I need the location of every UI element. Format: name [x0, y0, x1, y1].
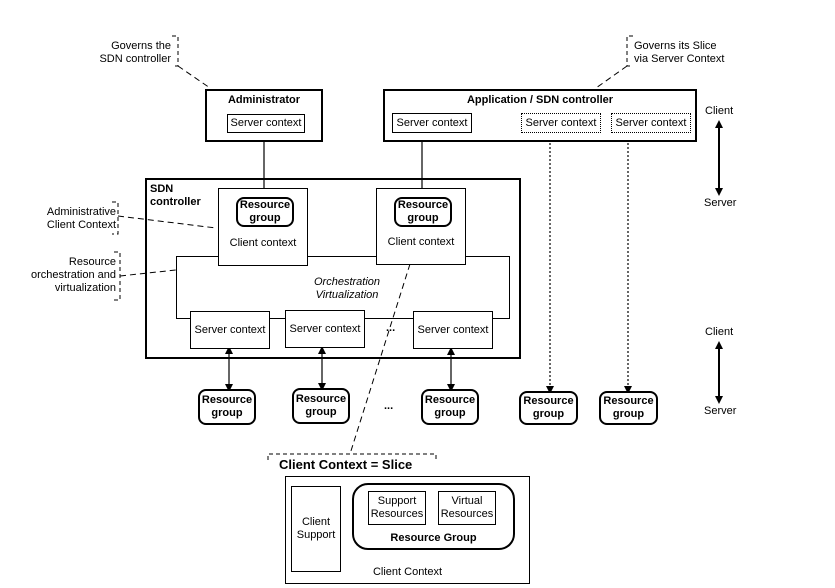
rg2-line1: Resource [397, 199, 449, 211]
governs-sdn-line2: SDN controller [99, 53, 171, 65]
sdn-title-line2: controller [150, 196, 201, 208]
resource-orch-line2: orchestration and [31, 269, 116, 281]
server-label-bottom: Server [704, 405, 737, 417]
administrator-server-context: Server context [227, 114, 305, 133]
governs-slice-bracket [626, 35, 633, 67]
slice-client-context-box: Client Support Support Resources Virtual… [285, 476, 530, 584]
client-support-line1: Client [301, 516, 331, 528]
sdn-title-line1: SDN [150, 183, 174, 195]
sdn-controller-title: SDN controller [150, 183, 201, 209]
resource-group-1: Resource group [198, 389, 256, 425]
admin-client-annotation: Administrative Client Context [47, 206, 116, 232]
app-server-context-1: Server context [392, 113, 472, 133]
resource-group-3: Resource group [421, 389, 479, 425]
resource-group-4: Resource group [519, 391, 578, 425]
support-resources-box: Support Resources [368, 491, 426, 525]
sdn-resource-group-1: Resource group [236, 197, 294, 227]
rg2-line2: group [407, 212, 439, 224]
client-support-box: Client Support [291, 486, 341, 572]
sdn-client-context-1: Resource group Client context [218, 188, 308, 266]
admin-client-line2: Client Context [46, 219, 116, 231]
app-server-context-2: Server context [521, 113, 601, 133]
sdn-client-context-2: Resource group Client context [376, 188, 466, 265]
brg3-line2: group [434, 407, 466, 419]
brg2-line1: Resource [295, 393, 347, 405]
client-context-label-2: Client context [387, 236, 455, 248]
brg1-line1: Resource [201, 394, 253, 406]
resource-group-2: Resource group [292, 388, 350, 424]
governs-slice-line1: Governs its Slice [634, 40, 717, 52]
resource-orch-line1: Resource [68, 256, 116, 268]
governs-slice-annotation: Governs its Slice via Server Context [634, 40, 724, 66]
orchestration-line1: Orchestration [313, 276, 381, 288]
sdn-server-context-2: Server context [285, 310, 365, 348]
client-label-top: Client [705, 105, 734, 117]
governs-sdn-line1: Governs the [111, 40, 171, 52]
server-label-top: Server [704, 197, 737, 209]
virtual-resources-line1: Virtual [451, 495, 483, 507]
governs-sdn-bracket [172, 35, 179, 67]
administrator-title: Administrator [227, 94, 301, 106]
brg5-line1: Resource [603, 395, 654, 407]
virtual-resources-line2: Resources [440, 508, 494, 520]
resource-group-5: Resource group [599, 391, 658, 425]
administrator-box: Administrator Server context [205, 89, 323, 142]
slice-resource-group: Support Resources Virtual Resources Reso… [352, 483, 515, 550]
rg1-line1: Resource [239, 199, 291, 211]
brg5-line2: group [612, 408, 645, 420]
virtual-resources-box: Virtual Resources [438, 491, 496, 525]
brg4-line2: group [532, 408, 565, 420]
brg4-line1: Resource [523, 395, 574, 407]
sdn-resource-group-2: Resource group [394, 197, 452, 227]
resource-orch-annotation: Resource orchestration and virtualizatio… [31, 256, 116, 295]
application-box: Application / SDN controller Server cont… [383, 89, 697, 142]
governs-slice-leader [595, 65, 628, 89]
resource-group-label: Resource Group [390, 532, 477, 544]
orchestration-label: Orchestration Virtualization [297, 276, 397, 302]
application-title: Application / SDN controller [466, 94, 614, 106]
support-resources-line1: Support [377, 495, 417, 507]
governs-sdn-leader [177, 65, 211, 89]
orchestration-line2: Virtualization [315, 289, 379, 301]
brg1-line2: group [211, 407, 243, 419]
governs-sdn-annotation: Governs the SDN controller [99, 40, 171, 66]
resource-orch-line3: virtualization [54, 282, 116, 294]
brg3-line1: Resource [424, 394, 476, 406]
brg2-line2: group [305, 406, 337, 418]
client-support-line2: Support [296, 529, 336, 541]
support-resources-line2: Resources [370, 508, 424, 520]
bottom-ellipsis: ... [384, 400, 394, 412]
slice-footer-label: Client Context [372, 566, 443, 578]
sdn-controller-box: SDN controller [145, 178, 521, 359]
client-context-label-1: Client context [229, 237, 297, 249]
sdn-server-context-3: Server context [413, 311, 493, 349]
rg1-line2: group [249, 212, 281, 224]
app-server-context-3: Server context [611, 113, 691, 133]
admin-client-line1: Administrative [46, 206, 116, 218]
governs-slice-line2: via Server Context [634, 53, 725, 65]
sdn-ellipsis: ... [386, 322, 396, 334]
client-label-bottom: Client [705, 326, 734, 338]
slice-heading: Client Context = Slice [279, 457, 413, 472]
sdn-server-context-1: Server context [190, 311, 270, 349]
